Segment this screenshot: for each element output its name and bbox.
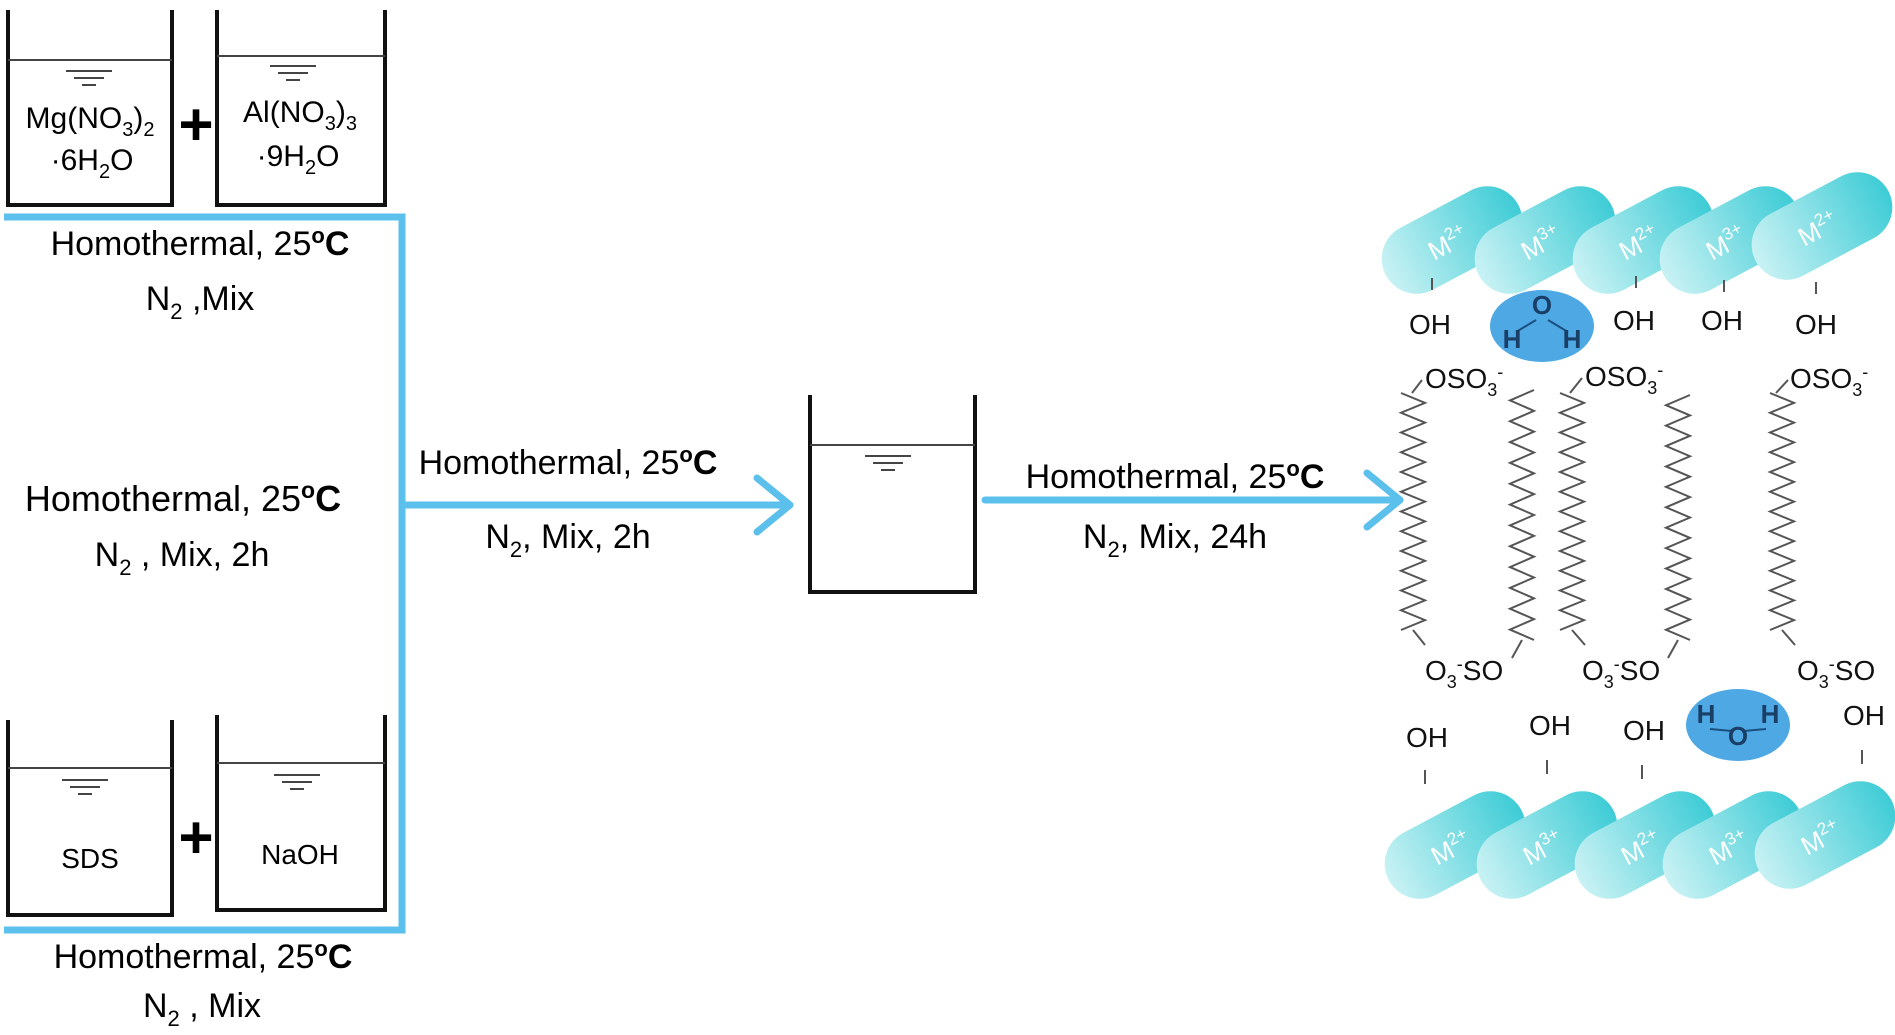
- beaker-sds: [6, 720, 174, 917]
- sulfate-head-top: OSO3-: [1790, 362, 1868, 400]
- mg-nitrate-formula: Mg(NO3)2: [26, 102, 155, 141]
- liquid-level-icon: [66, 70, 112, 86]
- arrow-2: [981, 469, 1404, 531]
- sds-label: SDS: [61, 843, 119, 874]
- water-molecule-top: [1490, 290, 1594, 362]
- cation-bottom-2: M2+: [1574, 791, 1716, 899]
- cation-top-0: M2+: [1381, 186, 1523, 294]
- liquid-level-icon: [62, 779, 108, 795]
- beaker-al-nitrate: [215, 10, 387, 207]
- liquid-level-icon: [274, 774, 320, 790]
- water-oxygen: O: [1532, 290, 1552, 320]
- hydroxyl-bottom: OH: [1843, 700, 1885, 731]
- water-hydrogen: H: [1761, 699, 1780, 729]
- hydroxyl-bottom: OH: [1406, 722, 1448, 753]
- cation-bottom-0: M2+: [1384, 791, 1526, 899]
- bottom-condition-line2: N2 , Mix: [143, 987, 261, 1031]
- plus-bottom: +: [178, 804, 213, 871]
- arrow-1: [398, 474, 794, 536]
- left-condition-line2: N2 , Mix, 2h: [95, 536, 270, 580]
- sulfate-head-bottom: O3-SO: [1425, 654, 1503, 692]
- alkyl-chain: [1557, 392, 1587, 631]
- cation-top-2: M2+: [1572, 186, 1714, 294]
- water-molecule-bottom: [1686, 689, 1790, 761]
- top-condition-line2: N2 ,Mix: [146, 280, 255, 324]
- mixing-bracket: [4, 213, 406, 934]
- top-cation-layer: M2+M3+M2+M3+M2+: [1381, 172, 1893, 294]
- cation-top-4: M2+: [1751, 172, 1893, 280]
- cation-bottom-1: M3+: [1476, 791, 1618, 899]
- alkyl-chain: [1767, 392, 1797, 631]
- arrow2-condition-line2: N2, Mix, 24h: [1083, 518, 1267, 562]
- water-hydrogen: H: [1697, 699, 1716, 729]
- sulfate-head-top: OSO3-: [1585, 360, 1663, 398]
- hydroxyl-bottom: OH: [1529, 710, 1571, 741]
- water-hydrogen: H: [1563, 324, 1582, 354]
- bottom-cation-layer: M2+M3+M2+M3+M2+: [1384, 781, 1895, 899]
- hydroxyl-top: OH: [1795, 309, 1837, 340]
- arrow1-condition-line2: N2, Mix, 2h: [485, 518, 650, 562]
- hydroxyl-top: OH: [1613, 305, 1655, 336]
- al-nitrate-formula: Al(NO3)3: [243, 96, 357, 135]
- beaker-mixture: [808, 395, 977, 594]
- hydroxyl-top: OH: [1409, 309, 1451, 340]
- beaker-naoh: [215, 715, 387, 912]
- mg-hydrate-label: ·6H2O: [51, 144, 134, 183]
- plus-top: +: [178, 91, 213, 158]
- alkyl-chain: [1507, 389, 1537, 641]
- cation-bottom-4: M2+: [1754, 781, 1895, 889]
- water-hydrogen: H: [1503, 324, 1522, 354]
- alkyl-chain: [1663, 394, 1693, 641]
- naoh-label: NaOH: [261, 839, 339, 870]
- arrow2-condition-line1: Homothermal, 25oC: [1026, 456, 1325, 496]
- left-condition-line1: Homothermal, 25oC: [25, 477, 341, 519]
- cation-top-3: M3+: [1659, 186, 1801, 294]
- hydroxyl-top: OH: [1701, 305, 1743, 336]
- bottom-condition-line1: Homothermal, 25oC: [54, 936, 353, 976]
- al-hydrate-label: ·9H2O: [257, 140, 340, 179]
- sulfate-head-bottom: O3-SO: [1797, 654, 1875, 692]
- arrow1-condition-line1: Homothermal, 25oC: [419, 442, 718, 482]
- sulfate-head-top: OSO3-: [1425, 362, 1503, 400]
- liquid-level-icon: [270, 65, 316, 81]
- liquid-level-icon: [865, 455, 911, 471]
- alkyl-chain: [1398, 392, 1428, 631]
- top-condition-line1: Homothermal, 25oC: [51, 223, 350, 263]
- cation-top-1: M3+: [1474, 186, 1616, 294]
- water-oxygen: O: [1728, 721, 1748, 751]
- cation-bottom-3: M3+: [1662, 791, 1804, 899]
- sulfate-head-bottom: O3-SO: [1582, 654, 1660, 692]
- hydroxyl-bottom: OH: [1623, 715, 1665, 746]
- beaker-mg-nitrate: [6, 10, 174, 207]
